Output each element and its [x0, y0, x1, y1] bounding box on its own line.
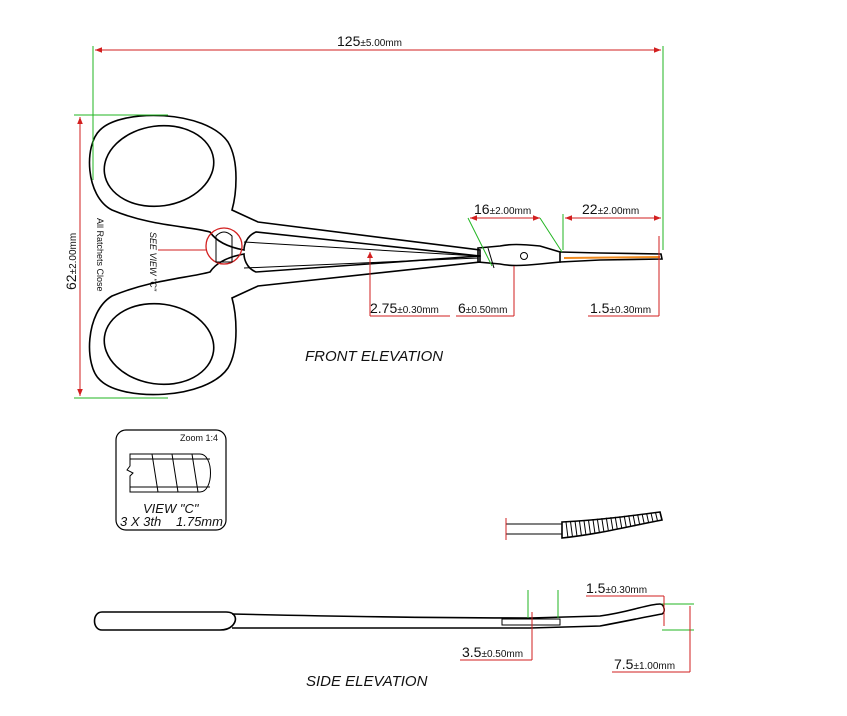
- side-ring-handle: [93, 611, 237, 631]
- serration-lines: [565, 511, 663, 539]
- upper-finger-ring-outer: [88, 114, 481, 257]
- side-rise-label: 7.5±1.00mm: [614, 656, 675, 672]
- side-shank: [231, 603, 665, 629]
- ext-line-taper-left: [467, 217, 493, 267]
- side-elevation-instrument: [93, 603, 665, 631]
- shank-gap-label: 2.75±0.30mm: [370, 300, 439, 316]
- tip-width-label: 1.5±0.30mm: [590, 300, 651, 316]
- upper-shank-inner: [243, 241, 479, 257]
- lower-finger-ring-hole: [103, 302, 215, 386]
- side-tip-label: 1.5±0.30mm: [586, 580, 647, 596]
- side-elevation-dimensions: [460, 590, 694, 673]
- jaw-tip-detail: [505, 511, 663, 540]
- ratchet-tooth-1: [151, 453, 159, 493]
- view-c-zoom: Zoom 1:4: [180, 433, 218, 443]
- overall-height-label: 62±2.00mm: [63, 233, 79, 290]
- lower-finger-ring-outer: [88, 253, 481, 396]
- upper-finger-ring-hole: [103, 124, 215, 208]
- ext-line-taper-right: [539, 217, 563, 253]
- lower-shank-inner: [243, 257, 479, 269]
- front-elevation-labels: 125±5.00mm 62±2.00mm 22±2.00mm 16±2.00mm…: [63, 33, 651, 365]
- view-c-frame: [115, 429, 227, 531]
- box-joint-edge: [487, 247, 495, 269]
- view-c-ratchet-count: 3 X 3th: [120, 514, 161, 529]
- jaw-length-label: 22±2.00mm: [582, 201, 639, 217]
- front-elevation-title: FRONT ELEVATION: [305, 348, 443, 365]
- front-elevation-instrument: [88, 114, 663, 396]
- overall-length-label: 125±5.00mm: [337, 33, 402, 49]
- ratchet-tooth-2: [171, 453, 179, 493]
- side-elevation-title: SIDE ELEVATION: [306, 673, 428, 690]
- ratchet-detail-circle: [205, 227, 243, 265]
- shank-gap-arrow: [367, 252, 373, 258]
- ratchet-teeth: [215, 231, 233, 263]
- jaw-highlight: [563, 256, 661, 259]
- ratchet-tooth-3: [191, 453, 199, 493]
- view-c-ratchet-outline: [126, 453, 211, 493]
- side-box-label: 3.5±0.50mm: [462, 644, 523, 660]
- view-c-ratchet-size: 1.75mm: [176, 514, 223, 529]
- view-c-detail: Zoom 1:4 VIEW "C" 3 X 3th 1.75mm: [115, 429, 227, 531]
- taper-label: 16±2.00mm: [474, 201, 531, 217]
- ratchets-note: All Ratchets Close: [95, 218, 105, 292]
- screw-pivot: [520, 252, 528, 260]
- view-c-title: VIEW "C": [143, 501, 200, 516]
- box-width-label: 6±0.50mm: [458, 300, 507, 316]
- side-elevation-labels: 1.5±0.30mm 3.5±0.50mm 7.5±1.00mm SIDE EL…: [306, 580, 675, 690]
- jaw: [559, 251, 663, 263]
- see-view-note: SEE VIEW "C": [148, 232, 158, 292]
- side-box-slot: [501, 618, 561, 626]
- front-elevation-dimensions: [74, 46, 664, 399]
